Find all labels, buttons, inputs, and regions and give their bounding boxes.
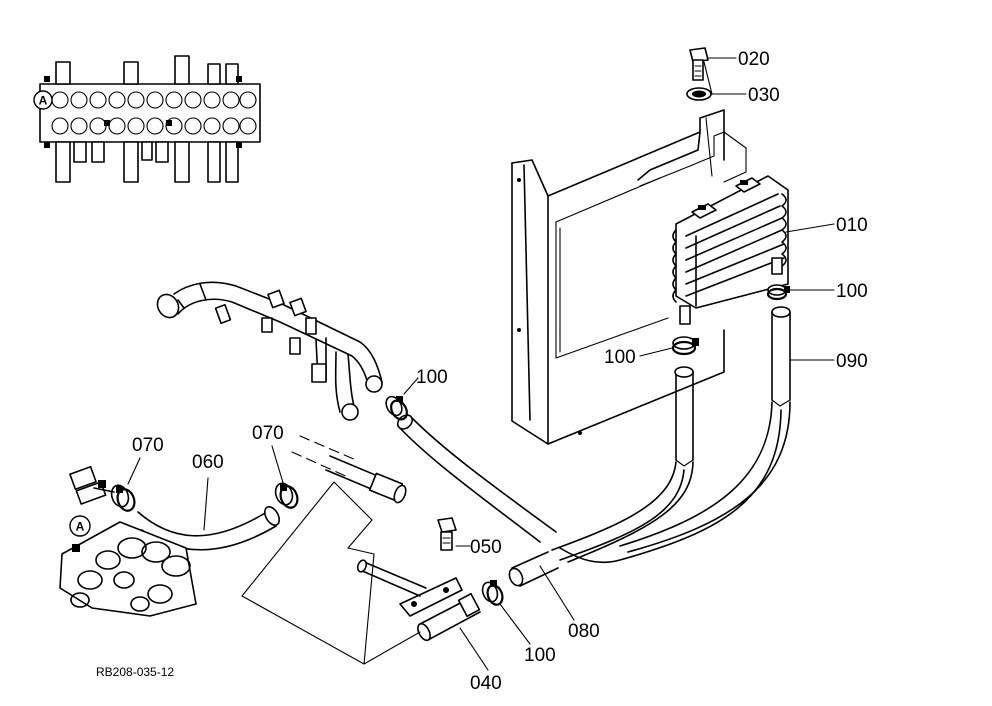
pipe-bracket bbox=[356, 559, 463, 617]
callout-020: 020 bbox=[738, 49, 770, 70]
callout-100-lower: 100 bbox=[604, 347, 636, 368]
callout-070-left: 070 bbox=[132, 435, 164, 456]
callout-090: 090 bbox=[836, 351, 868, 372]
callout-080: 080 bbox=[568, 621, 600, 642]
callout-070-right: 070 bbox=[252, 423, 284, 444]
hose-080 bbox=[508, 551, 559, 587]
pipe-assembly bbox=[156, 281, 383, 421]
callout-100-pipe: 100 bbox=[416, 367, 448, 388]
callout-030: 030 bbox=[748, 85, 780, 106]
bolt-050 bbox=[437, 517, 457, 551]
return-pipe bbox=[396, 414, 557, 543]
frame-outline bbox=[241, 481, 421, 665]
pipe-040 bbox=[417, 592, 481, 642]
bolt-020 bbox=[689, 47, 709, 81]
control-valve-inset: A bbox=[33, 55, 261, 183]
hose-090 bbox=[559, 306, 791, 564]
detail-a-valve-marker: A bbox=[76, 520, 85, 534]
hose-clamp-070-left bbox=[110, 484, 136, 512]
hose-clamp-100-pipe bbox=[385, 395, 408, 421]
oil-cooler-bracket bbox=[511, 109, 747, 445]
callout-060: 060 bbox=[192, 452, 224, 473]
hose-clamp-100-lower bbox=[671, 336, 699, 356]
leader-lines bbox=[127, 57, 835, 671]
hose-clamp-100-bottom bbox=[481, 580, 504, 606]
callout-100-cooler: 100 bbox=[836, 281, 868, 302]
diagram-caption: RB208-035-12 bbox=[96, 665, 174, 679]
callout-050: 050 bbox=[470, 537, 502, 558]
callout-010: 010 bbox=[836, 215, 868, 236]
callouts: 020 030 010 100 090 100 100 070 060 070 … bbox=[132, 49, 868, 694]
hose-cooler-outlet bbox=[551, 366, 694, 563]
callout-040: 040 bbox=[470, 673, 502, 694]
control-valve: A bbox=[59, 465, 197, 617]
hose-clamp-100-upper bbox=[766, 284, 790, 301]
oil-cooler-010 bbox=[672, 175, 789, 325]
hose-clamp-070-right bbox=[274, 482, 299, 509]
washer-030 bbox=[686, 87, 712, 101]
detail-a-marker: A bbox=[39, 94, 48, 108]
callout-100-bottom: 100 bbox=[524, 645, 556, 666]
hydraulic-hose bbox=[291, 435, 407, 504]
